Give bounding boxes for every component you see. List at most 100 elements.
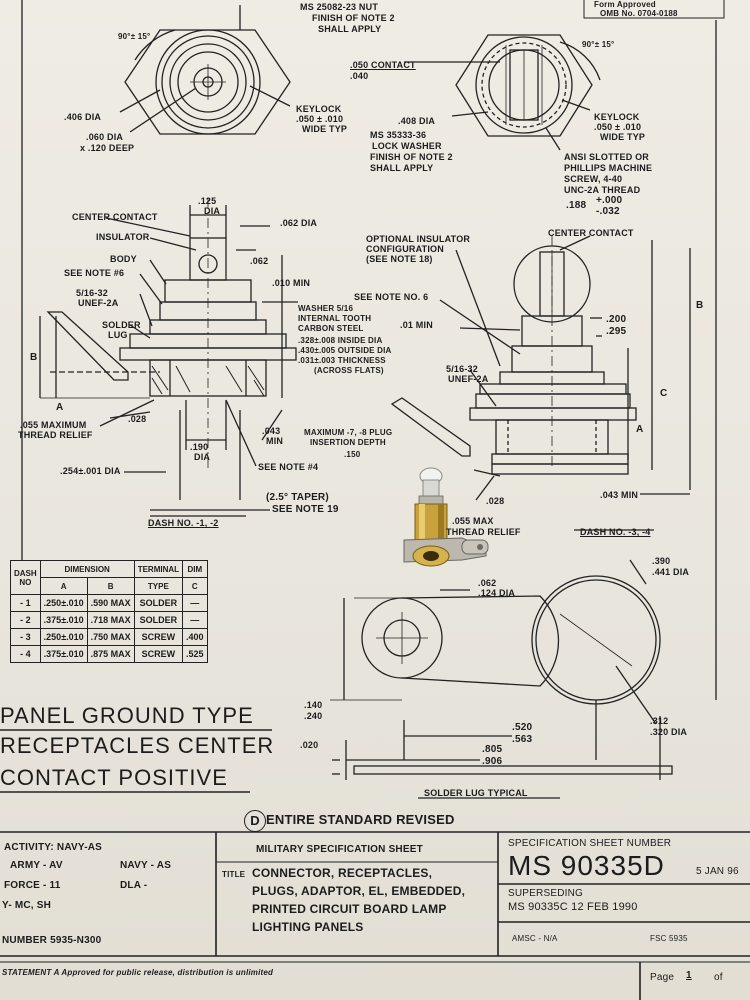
lug-390: .390	[652, 556, 671, 566]
dia-060: .060 DIA	[86, 132, 124, 142]
screw-line4: UNC-2A THREAD	[564, 185, 641, 195]
thread-left-2: UNEF-2A	[78, 298, 119, 308]
lug-906: .906	[482, 756, 503, 767]
washer-finish: FINISH OF NOTE 2	[370, 152, 453, 162]
nut-finish: FINISH OF NOTE 2	[312, 13, 395, 23]
washer-spec-2: INTERNAL TOOTH	[298, 314, 372, 323]
tb-mc: Y- MC, SH	[2, 900, 52, 911]
contact-050: .050 CONTACT	[350, 60, 416, 70]
dim-190-dia: DIA	[194, 452, 211, 462]
dash-right: DASH NO. -3, -4	[580, 527, 651, 537]
dim-295: .295	[606, 326, 627, 337]
lug-805: .805	[482, 744, 503, 755]
lug-062: .062	[478, 578, 497, 588]
dim-190: .190	[190, 442, 209, 452]
washer-spec-3: CARBON STEEL	[298, 324, 364, 333]
dim-c-right: C	[660, 388, 668, 399]
panel-title-line2: RECEPTACLES CENTER	[0, 733, 275, 758]
deep-120: x .120 DEEP	[80, 143, 135, 153]
tb-army: ARMY - AV	[10, 860, 63, 871]
tb-superseding: SUPERSEDING	[508, 888, 583, 899]
insertion-1: MAXIMUM -7, -8 PLUG	[304, 428, 393, 437]
dim-028-left: .028	[128, 414, 147, 424]
keylock-right: KEYLOCK	[594, 112, 640, 122]
tol-188: .188	[566, 200, 587, 211]
dia-408: .408 DIA	[398, 116, 436, 126]
insulator: INSULATOR	[96, 232, 150, 242]
omb-number: OMB No. 0704-0188	[600, 9, 678, 18]
keylock-right-wide: WIDE TYP	[600, 132, 646, 142]
washer-spec-6: .031±.003 THICKNESS	[298, 356, 386, 365]
tb-title-1: CONNECTOR, RECEPTACLES,	[252, 866, 433, 880]
lug-124: .124 DIA	[478, 588, 516, 598]
screw-line3: SCREW, 4-40	[564, 174, 623, 184]
keylock-left: KEYLOCK	[296, 104, 342, 114]
nut-apply: SHALL APPLY	[318, 24, 382, 34]
dim-125: .125	[198, 196, 217, 206]
relief-right-2: THREAD RELIEF	[446, 527, 521, 537]
dim-254: .254±.001 DIA	[60, 466, 121, 476]
lug-320: .320 DIA	[650, 727, 688, 737]
relief-right: .055 MAX	[452, 516, 494, 526]
tb-number: NUMBER 5935-N300	[2, 935, 102, 946]
thread-right-2: UNEF-2A	[448, 374, 489, 384]
entire-standard-revised: ENTIRE STANDARD REVISED	[266, 812, 455, 827]
see-note-6-left: SEE NOTE #6	[64, 268, 125, 278]
see-note-4: SEE NOTE #4	[258, 462, 319, 472]
dim-062-dia: .062 DIA	[280, 218, 318, 228]
washer-lock: LOCK WASHER	[372, 141, 442, 151]
optional-1: OPTIONAL INSULATOR	[366, 234, 471, 244]
dim-125-dia: DIA	[204, 206, 221, 216]
dim-062: .062	[250, 256, 269, 266]
washer-spec-4: .328±.008 INSIDE DIA	[298, 336, 383, 345]
lug-240: .240	[304, 711, 323, 721]
dim-a-right: A	[636, 424, 644, 435]
solder: SOLDER	[102, 320, 141, 330]
contact-040: .040	[350, 71, 369, 81]
relief-left: .055 MAXIMUM	[20, 420, 87, 430]
tb-statement: STATEMENT A Approved for public release,…	[2, 968, 274, 977]
angle-left: 90°± 15°	[118, 32, 151, 41]
dim-b-right: B	[696, 300, 704, 311]
dim-043-min: MIN	[266, 436, 284, 446]
nut-label: MS 25082-23 NUT	[300, 2, 379, 12]
form-approved: Form Approved	[594, 0, 656, 9]
tb-fsc: FSC 5935	[650, 934, 688, 943]
lug: LUG	[108, 330, 128, 340]
dia-406: .406 DIA	[64, 112, 102, 122]
lug-020: .020	[300, 740, 319, 750]
angle-right: 90°± 15°	[582, 40, 615, 49]
washer-spec-5: .430±.005 OUTSIDE DIA	[298, 346, 392, 355]
lug-312: .312	[650, 716, 669, 726]
see-note-6-right: SEE NOTE NO. 6	[354, 292, 429, 302]
tb-spec-label: SPECIFICATION SHEET NUMBER	[508, 838, 672, 849]
tb-title-4: LIGHTING PANELS	[252, 920, 364, 934]
tol-minus: -.032	[596, 206, 620, 217]
table-row: - 1 .250±.010 .590 MAX SOLDER —	[10, 594, 208, 612]
center-contact-right: CENTER CONTACT	[548, 228, 634, 238]
tb-force: FORCE - 11	[4, 880, 61, 891]
optional-2: CONFIGURATION	[366, 244, 444, 254]
optional-3: (SEE NOTE 18)	[366, 254, 433, 264]
tb-navy: NAVY - AS	[120, 860, 172, 871]
thread-right: 5/16-32	[446, 364, 478, 374]
screw-line1: ANSI SLOTTED OR	[564, 152, 650, 162]
tb-spec-number: MS 90335D	[508, 850, 665, 881]
dim-200: .200	[606, 314, 627, 325]
min-01: .01 MIN	[400, 320, 433, 330]
tb-title-label: TITLE	[222, 870, 246, 879]
screw-line2: PHILLIPS MACHINE	[564, 163, 653, 173]
panel-title-line3: CONTACT POSITIVE	[0, 765, 228, 790]
tb-of-label: of	[714, 972, 723, 983]
insertion-3: .150	[344, 450, 361, 459]
relief-left-2: THREAD RELIEF	[18, 430, 93, 440]
table-row: - 4 .375±.010 .875 MAX SCREW .525	[10, 645, 208, 663]
see-note-19: SEE NOTE 19	[272, 504, 339, 515]
body: BODY	[110, 254, 137, 264]
thread-left: 5/16-32	[76, 288, 108, 298]
dash-left: DASH NO. -1, -2	[148, 518, 219, 528]
dim-010: .010 MIN	[272, 278, 311, 288]
